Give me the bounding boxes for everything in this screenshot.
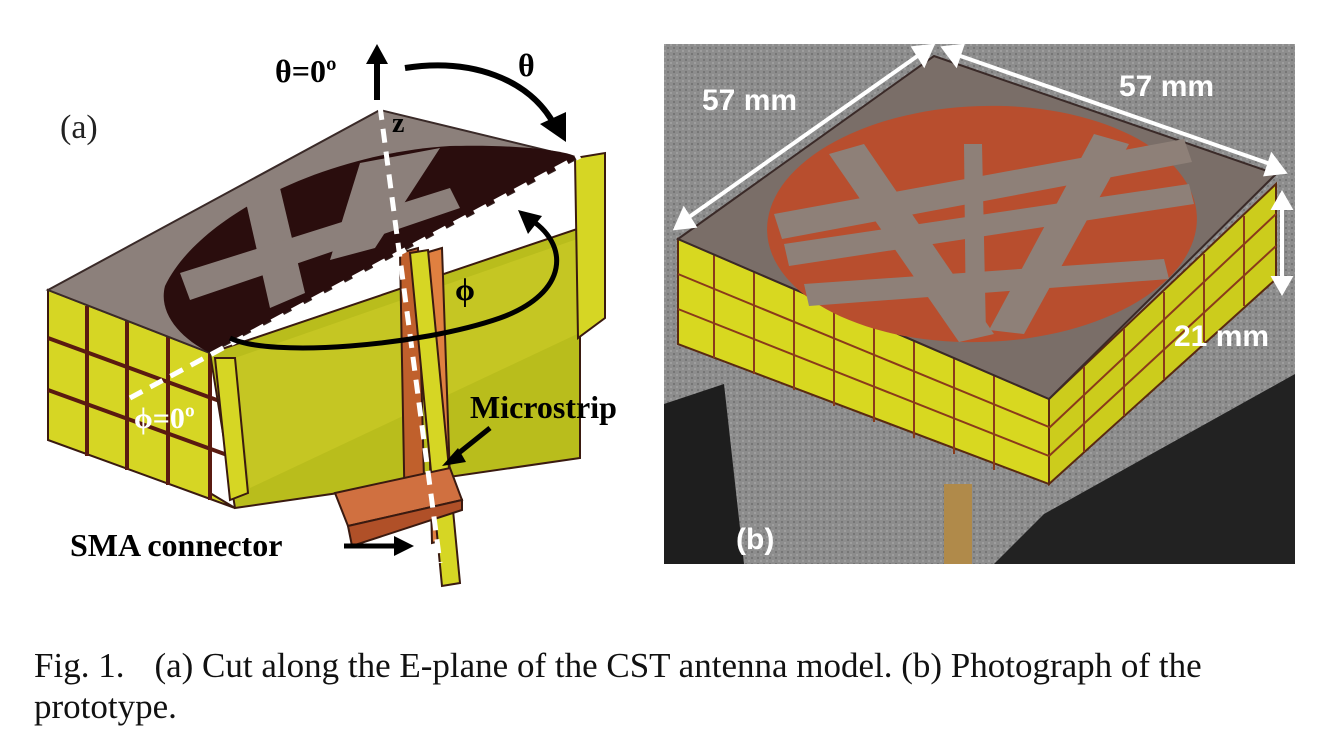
figure-panel-a: (a) θ=0º θ z ϕ ϕ=0º Microstrip SMA conne…: [30, 38, 660, 608]
phi-label: ϕ: [455, 271, 475, 307]
figure-panel-b: 57 mm 57 mm 21 mm (b): [664, 43, 1295, 564]
sma-pointer: [344, 536, 414, 556]
phi-zero-line: [128, 153, 582, 401]
microstrip-label: Microstrip: [470, 389, 617, 425]
photo-shadow-left: [664, 384, 744, 564]
photo-shadow-right: [994, 374, 1295, 564]
theta-zero-arrow: [366, 44, 388, 100]
front-grid-lines: [677, 254, 1050, 470]
caption-text: (a) Cut along the E-plane of the CST ant…: [34, 646, 1202, 726]
microstrip-pointer: [442, 426, 492, 466]
theta-label: θ: [518, 47, 535, 83]
dim-label-left: 57 mm: [702, 84, 797, 117]
sma-connector-photo: [944, 484, 972, 564]
patch-strips-photo: [774, 134, 1194, 342]
patch-strip-3: [330, 148, 440, 260]
phi-rotation-arrow: [228, 210, 560, 351]
prototype-photo: 57 mm 57 mm 21 mm (b): [664, 43, 1295, 564]
theta-curved-arrow: [404, 62, 566, 142]
z-axis-label: z: [392, 108, 404, 139]
phi-zero-label: ϕ=0º: [134, 402, 195, 435]
figure-number: Fig. 1.: [34, 646, 125, 685]
dim-label-right: 57 mm: [1119, 70, 1214, 103]
figure-caption: Fig. 1.(a) Cut along the E-plane of the …: [34, 645, 1309, 727]
front-cut-wall: [213, 357, 250, 502]
z-axis-line: [377, 105, 443, 564]
cst-model-drawing: (a) θ=0º θ z ϕ ϕ=0º Microstrip SMA conne…: [45, 44, 617, 588]
right-grid-lines: [1048, 213, 1277, 457]
panel-a-label: (a): [60, 109, 98, 146]
panel-b-label: (b): [736, 523, 774, 556]
left-substrate-face: [47, 288, 236, 509]
right-wall: [573, 151, 606, 340]
sma-block-side: [346, 498, 463, 548]
sma-connector-label: SMA connector: [70, 527, 282, 563]
dimension-arrows: [672, 43, 1294, 297]
theta-zero-label: θ=0º: [275, 53, 337, 89]
dim-label-height: 21 mm: [1174, 320, 1269, 353]
